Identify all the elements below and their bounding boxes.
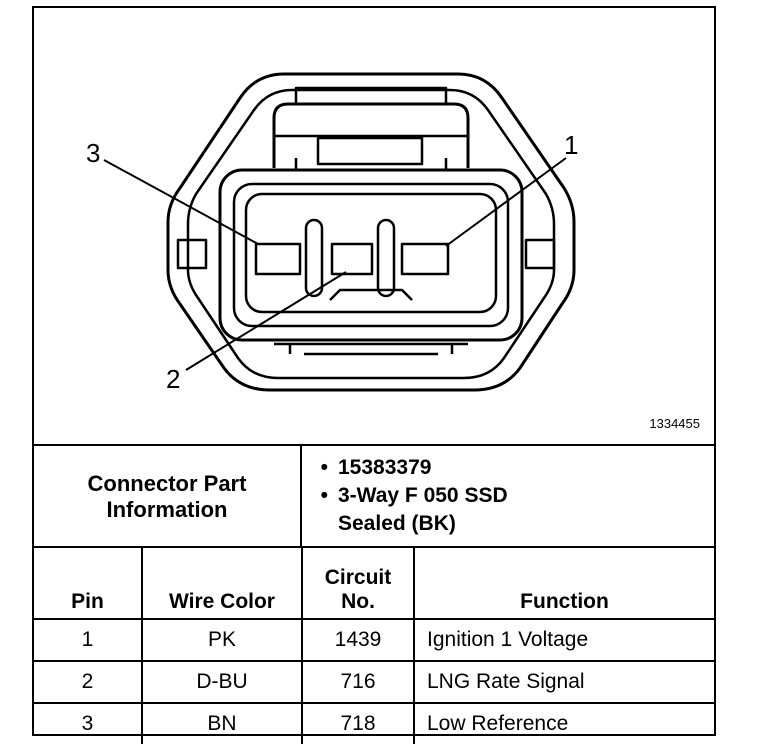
figure-id: 1334455 [649,416,700,431]
top-latch [272,102,470,168]
wire-color-cell: BN [141,702,303,744]
pin-1-callout: 1 [564,130,579,160]
connector-part-info-values: • 15383379 • 3-Way F 050 SSD Sealed (BK) [302,446,714,548]
table-row: 1 PK 1439 Ignition 1 Voltage [34,618,714,662]
bullet-glyph: • [320,456,328,479]
bullet-glyph: • [320,484,328,507]
pin-3-terminal [254,242,302,276]
wire-color-cell: D-BU [141,660,303,704]
pin-2-terminal [330,242,374,276]
connector-diagram-frame: 1 2 3 1334455 Connector Part Information… [32,6,716,744]
wire-color-cell: PK [141,618,303,662]
table-row: 2 D-BU 716 LNG Rate Signal [34,660,714,704]
connector-seal: Sealed (BK) [338,512,456,535]
pin-cell: 3 [34,702,143,744]
connector-part-info: Connector Part Information • 15383379 • … [34,444,714,548]
header-pin: Pin [34,546,143,620]
connector-cavity [244,192,498,314]
left-side-tab [176,238,208,270]
pin-1-leader [445,157,567,247]
circuit-cell: 718 [301,702,415,744]
function-cell: Ignition 1 Voltage [413,618,714,662]
connector-face-diagram: 1 2 3 1334455 [34,8,714,444]
pin-table: Pin Wire Color Circuit No. Function 1 PK… [34,546,714,744]
part-number: 15383379 [338,456,432,479]
connector-body-outer [218,168,524,342]
info-label-line1: Connector Part [87,471,247,496]
circuit-cell: 716 [301,660,415,704]
connector-type-row: • 3-Way F 050 SSD [302,482,714,510]
pin-2-leader [185,271,347,371]
connector-inner-shell [186,88,556,380]
pin-2-callout: 2 [166,364,181,394]
pin-1-terminal [400,242,450,276]
connector-body-mid [232,182,510,328]
info-label-line2: Information [106,497,228,522]
circuit-cell: 1439 [301,618,415,662]
header-wire-color: Wire Color [141,546,303,620]
pin-table-header: Pin Wire Color Circuit No. Function [34,546,714,620]
function-cell: LNG Rate Signal [413,660,714,704]
table-row: 3 BN 718 Low Reference [34,702,714,744]
header-function: Function [413,546,714,620]
terminal-rib-left [304,218,324,298]
part-number-row: • 15383379 [302,454,714,482]
pin-cell: 2 [34,660,143,704]
connector-drawing [103,72,576,392]
function-cell: Low Reference [413,702,714,744]
pin-3-callout: 3 [86,138,101,168]
header-circuit-no: Circuit No. [301,546,415,620]
connector-seal-row: Sealed (BK) [302,510,714,538]
right-side-tab [524,238,556,270]
connector-part-info-label: Connector Part Information [34,446,302,548]
pin-cell: 1 [34,618,143,662]
pin-3-leader [103,159,259,245]
terminal-rib-right [376,218,396,298]
connector-type: 3-Way F 050 SSD [338,484,508,507]
